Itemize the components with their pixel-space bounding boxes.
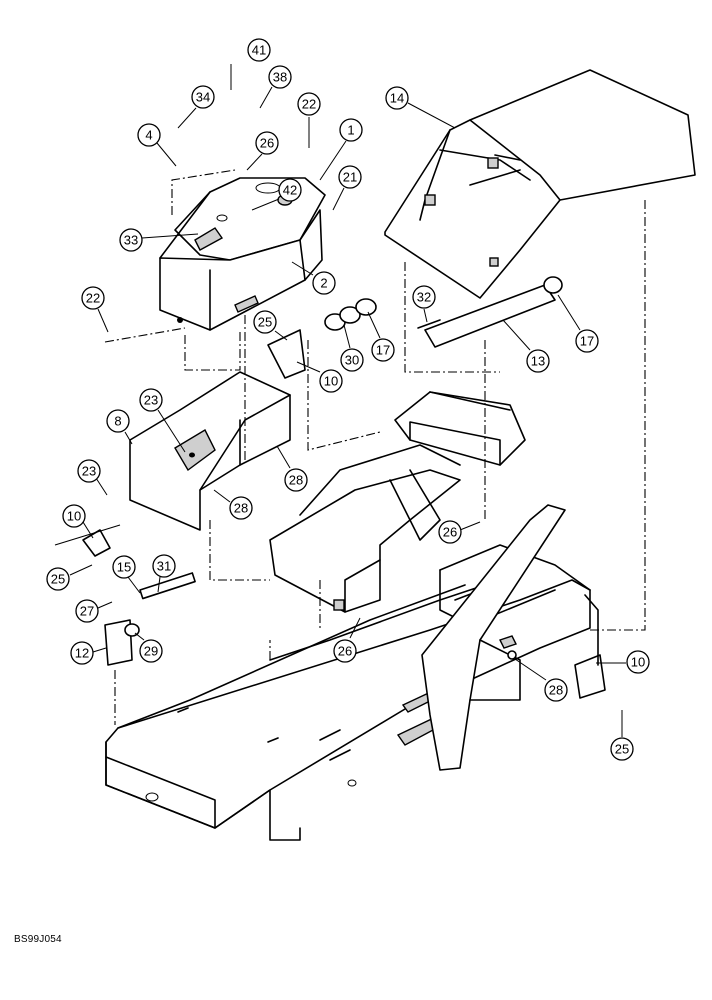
rear-bracket <box>394 391 526 466</box>
callout-28-mid: 28 <box>276 445 308 492</box>
svg-text:25: 25 <box>615 742 629 757</box>
callout-25-left: 25 <box>46 564 93 591</box>
callout-22-left: 22 <box>81 286 109 333</box>
part-outlines <box>54 69 696 841</box>
callout-4: 4 <box>137 123 177 167</box>
right-linkage <box>507 594 606 699</box>
callout-32: 32 <box>412 285 436 323</box>
callout-25-right: 25 <box>610 710 634 761</box>
svg-text:30: 30 <box>345 353 359 368</box>
svg-text:13: 13 <box>531 354 545 369</box>
callout-10-left: 10 <box>62 504 94 539</box>
svg-text:28: 28 <box>289 473 303 488</box>
callout-21: 21 <box>332 165 362 211</box>
callout-10-right: 10 <box>596 650 650 674</box>
svg-text:10: 10 <box>631 655 645 670</box>
callout-1: 1 <box>319 118 363 181</box>
svg-text:4: 4 <box>145 128 152 143</box>
callout-10-mid: 10 <box>296 361 343 393</box>
svg-text:41: 41 <box>252 43 266 58</box>
bracket-lower-left <box>267 329 306 379</box>
svg-text:28: 28 <box>234 501 248 516</box>
svg-text:14: 14 <box>390 91 404 106</box>
svg-text:15: 15 <box>117 560 131 575</box>
center-support <box>269 444 461 613</box>
callout-22-top: 22 <box>297 92 321 148</box>
callout-31: 31 <box>152 554 176 593</box>
svg-text:31: 31 <box>157 559 171 574</box>
svg-text:22: 22 <box>302 97 316 112</box>
console-cover <box>159 177 326 331</box>
callout-8: 8 <box>106 409 133 445</box>
callout-30: 30 <box>340 324 364 372</box>
engine-cover <box>384 69 696 299</box>
callout-28-right: 28 <box>514 658 568 702</box>
callout-14: 14 <box>385 86 456 129</box>
svg-text:10: 10 <box>324 374 338 389</box>
callout-28-left: 28 <box>213 489 253 520</box>
svg-text:26: 26 <box>260 136 274 151</box>
assembly-leaders <box>104 169 646 725</box>
linkage-parts <box>54 524 196 666</box>
callout-27: 27 <box>75 599 113 623</box>
callout-23-top: 23 <box>139 388 186 453</box>
svg-text:25: 25 <box>51 572 65 587</box>
callout-2: 2 <box>291 261 336 295</box>
callout-34: 34 <box>177 85 215 129</box>
svg-text:8: 8 <box>114 414 121 429</box>
svg-text:17: 17 <box>376 343 390 358</box>
svg-text:1: 1 <box>347 123 354 138</box>
shaft-assembly <box>324 276 563 348</box>
svg-text:38: 38 <box>273 70 287 85</box>
callout-26-lower: 26 <box>333 617 361 663</box>
callout-25-mid: 25 <box>253 310 288 341</box>
svg-text:2: 2 <box>320 276 327 291</box>
callout-33: 33 <box>119 228 199 252</box>
svg-text:32: 32 <box>417 290 431 305</box>
callout-17-right: 17 <box>557 294 599 353</box>
callout-42: 42 <box>251 178 302 211</box>
loader-arm <box>421 504 566 771</box>
svg-text:23: 23 <box>82 464 96 479</box>
svg-text:28: 28 <box>549 683 563 698</box>
callout-12: 12 <box>70 641 107 665</box>
svg-text:23: 23 <box>144 393 158 408</box>
callout-38: 38 <box>259 65 292 109</box>
callout-15: 15 <box>112 555 141 594</box>
callout-26-right: 26 <box>438 520 481 544</box>
svg-text:10: 10 <box>67 509 81 524</box>
callout-13: 13 <box>502 319 550 373</box>
svg-text:34: 34 <box>196 90 210 105</box>
svg-text:29: 29 <box>144 644 158 659</box>
svg-text:25: 25 <box>258 315 272 330</box>
callout-23-left: 23 <box>77 459 108 496</box>
svg-text:12: 12 <box>75 646 89 661</box>
svg-text:26: 26 <box>338 644 352 659</box>
callout-26-top: 26 <box>246 131 279 171</box>
svg-text:33: 33 <box>124 233 138 248</box>
drawing-code: BS99J054 <box>14 934 62 945</box>
svg-text:17: 17 <box>580 334 594 349</box>
svg-text:21: 21 <box>343 170 357 185</box>
callouts: 41 38 34 22 4 26 1 21 42 33 2 22 25 10 1… <box>46 38 650 761</box>
svg-text:22: 22 <box>86 291 100 306</box>
side-panel <box>129 371 291 531</box>
svg-text:42: 42 <box>283 183 297 198</box>
callout-41: 41 <box>230 38 271 90</box>
callout-17-center: 17 <box>367 311 395 362</box>
svg-text:26: 26 <box>443 525 457 540</box>
svg-text:27: 27 <box>80 604 94 619</box>
callout-29: 29 <box>134 632 163 663</box>
